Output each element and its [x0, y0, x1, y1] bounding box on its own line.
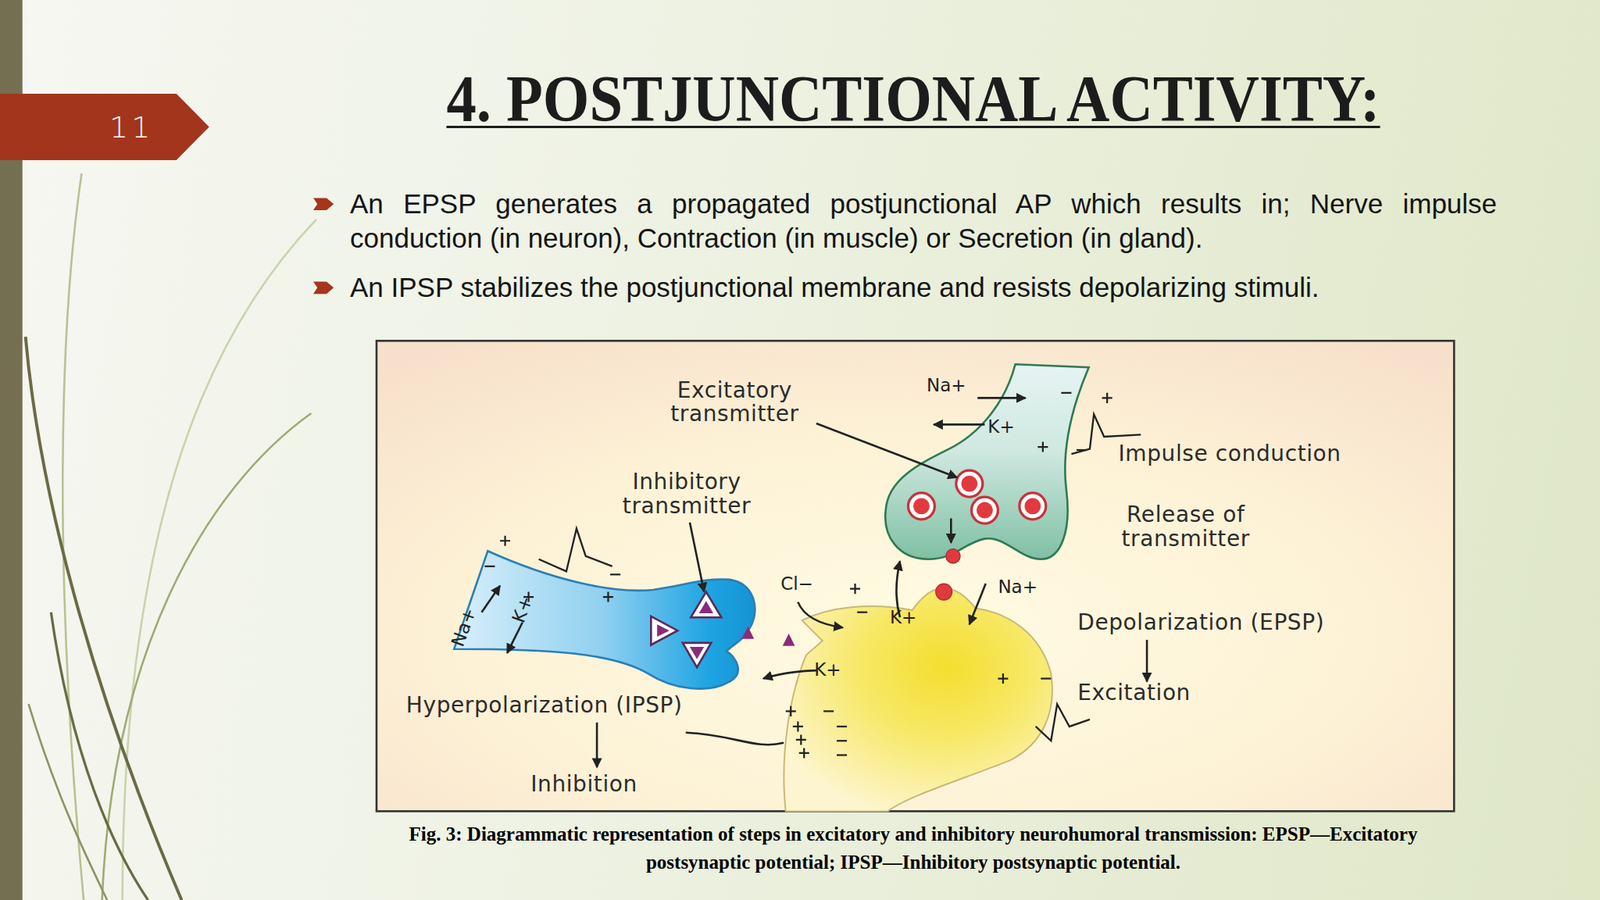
vesicles: [907, 470, 1046, 600]
ion-label: K+: [987, 417, 1015, 437]
figure-caption: Fig. 3: Diagrammatic representation of s…: [393, 820, 1433, 877]
released-inhibitory-transmitter: [782, 633, 796, 647]
decor-curve: [28, 703, 108, 900]
released-transmitter: [946, 549, 961, 564]
figure-label: Impulse conduction: [1118, 442, 1342, 467]
charge-plus: [796, 734, 807, 745]
ion-label: Na+: [997, 577, 1038, 597]
charge-minus: [836, 739, 847, 742]
charge-minus: [836, 753, 847, 756]
charge-plus: [603, 592, 614, 603]
slide-title: 4. POSTJUNCTIONAL ACTIVITY:: [446, 66, 1380, 133]
triangle-core: [699, 600, 714, 614]
charge-minus: [823, 710, 834, 712]
charge-minus: [1060, 392, 1072, 394]
charge-plus: [1102, 392, 1113, 404]
figure-label: Excitation: [1077, 681, 1191, 706]
slide-number-tab: 11: [0, 93, 210, 161]
leader-arrow: [816, 423, 958, 478]
charge-minus: [1076, 449, 1087, 451]
figure-label: Inhibitory transmitter: [597, 470, 777, 519]
figure-label: Excitatory transmitter: [645, 378, 825, 428]
released-inhibitory-transmitter: [742, 626, 755, 640]
triangle-core: [657, 624, 670, 637]
charge-plus: [792, 721, 804, 732]
charge-plus: [799, 747, 810, 758]
charge-minus: [610, 573, 621, 575]
vesicle: [907, 492, 935, 520]
charge-minus: [484, 565, 495, 568]
ion-flow-arrow: [481, 585, 500, 613]
leader-arrow: [689, 522, 704, 593]
slide-number: 11: [109, 112, 154, 143]
triangle-vesicle: [650, 616, 678, 646]
bullet-marker: [313, 197, 334, 211]
vesicle-core: [1024, 497, 1041, 515]
flow-arrow: [596, 722, 599, 768]
bullet-marker: [313, 281, 334, 294]
figure-label: Depolarization (EPSP): [1077, 610, 1325, 636]
decor-curves: [25, 173, 317, 900]
inhibitory-vesicles: [650, 592, 795, 668]
triangle-core: [689, 646, 704, 660]
impulse-marks: [539, 414, 1142, 741]
decor-curve: [25, 336, 183, 900]
ion-flow-arrow: [933, 423, 985, 426]
ion-label: K+: [814, 660, 841, 680]
flow-arrow: [1146, 639, 1149, 683]
ion-label: Na+: [926, 375, 967, 396]
charge-plus: [850, 583, 861, 594]
tab-fill: [0, 93, 210, 161]
decor-curve: [122, 219, 317, 900]
charge-minus: [836, 725, 847, 728]
charge-minus: [1040, 677, 1051, 679]
charge-plus: [997, 673, 1008, 684]
impulse-zigzag: [539, 528, 613, 572]
figure-label: Inhibition: [530, 772, 638, 797]
vesicle: [971, 496, 998, 524]
ion-flow-arrow: [507, 622, 523, 654]
leader-line: [685, 732, 784, 745]
decor-curve: [62, 173, 84, 900]
vesicle-core: [913, 497, 930, 515]
postsynaptic-cell: [783, 588, 1053, 811]
released-transmitter: [935, 583, 953, 600]
ion-flow-arrow: [977, 396, 1025, 400]
triangle-vesicle: [682, 642, 712, 668]
vesicle: [1019, 492, 1047, 520]
inhibitory-terminal: [453, 550, 755, 689]
ion-label: K+: [889, 607, 917, 628]
figure-label: Release of transmitter: [1096, 503, 1275, 552]
charge-plus: [1037, 442, 1048, 453]
figure-frame: [376, 340, 1454, 811]
triangle-vesicle: [690, 592, 722, 618]
vesicle-core: [960, 475, 978, 493]
ion-flow-arrow: [797, 602, 843, 629]
bullet-text: An IPSP stabilizes the postjunctional me…: [350, 270, 1497, 305]
decor-curve: [102, 413, 312, 900]
ion-flow-arrow: [969, 583, 986, 625]
ion-label: Cl−: [780, 574, 814, 594]
charge-minus: [857, 611, 868, 614]
bullet-text: An EPSP generates a propagated postjunct…: [350, 186, 1497, 256]
release-arrow: [950, 518, 953, 543]
charge-plus: [500, 535, 511, 547]
ion-flow-arrow: [763, 670, 817, 679]
vesicle-core: [976, 502, 993, 519]
decor-curve: [50, 612, 148, 900]
charge-plus: [785, 706, 797, 717]
impulse-zigzag: [1035, 703, 1090, 741]
tab-shape: [0, 93, 210, 161]
vesicle: [956, 470, 983, 497]
figure-label: Hyperpolarization (IPSP): [406, 693, 683, 718]
